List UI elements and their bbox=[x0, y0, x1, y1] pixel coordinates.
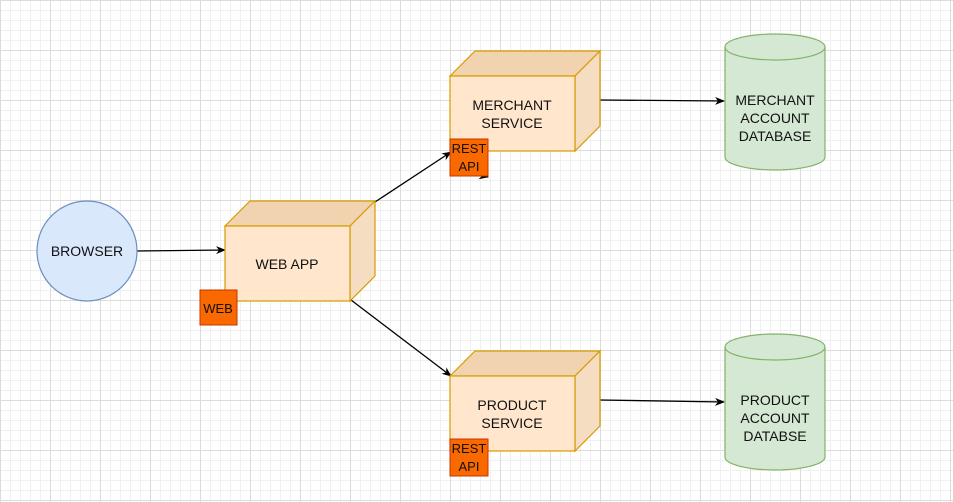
browser-circle bbox=[36, 200, 138, 302]
browser-label: BROWSER bbox=[51, 243, 123, 259]
product-service-label-line1: PRODUCT bbox=[477, 397, 547, 413]
edge-webapp-to-product[interactable] bbox=[350, 299, 452, 377]
web-app-front-face bbox=[224, 225, 351, 302]
product-db-body bbox=[724, 333, 826, 471]
product-db-rim bbox=[724, 346, 826, 361]
node-merchant-service[interactable]: MERCHANT SERVICE REST API bbox=[448, 49, 602, 177]
node-browser[interactable]: BROWSER bbox=[36, 200, 138, 302]
product-service-front-face bbox=[449, 375, 576, 452]
merchant-db-label-line3: DATABASE bbox=[739, 128, 812, 144]
product-rest-api-tag-box bbox=[449, 438, 489, 477]
product-rest-api-tag-line1: REST bbox=[452, 441, 487, 456]
merchant-rest-api-tag-line1: REST bbox=[452, 141, 487, 156]
product-db-label-line1: PRODUCT bbox=[740, 392, 810, 408]
merchant-db-rim bbox=[724, 46, 826, 61]
merchant-rest-api-tag-box bbox=[449, 138, 489, 177]
node-merchant-account-database[interactable]: MERCHANT ACCOUNT DATABASE bbox=[724, 33, 826, 171]
merchant-db-label-line2: ACCOUNT bbox=[740, 110, 810, 126]
merchant-service-label-line1: MERCHANT bbox=[472, 97, 552, 113]
merchant-db-body bbox=[724, 33, 826, 171]
product-db-label-line3: DATABSE bbox=[743, 428, 806, 444]
web-app-top-face bbox=[223, 200, 377, 227]
web-app-label: WEB APP bbox=[255, 256, 318, 272]
node-web-app[interactable]: WEB APP WEB bbox=[199, 199, 377, 326]
merchant-service-top-face bbox=[448, 50, 602, 77]
web-tag-label: WEB bbox=[203, 301, 233, 316]
product-rest-api-tag-line2: API bbox=[459, 459, 480, 474]
web-tag-box bbox=[199, 289, 238, 326]
merchant-rest-api-tag-line2: API bbox=[459, 159, 480, 174]
merchant-service-label-line2: SERVICE bbox=[481, 115, 542, 131]
edge-browser-to-webapp[interactable] bbox=[136, 246, 226, 255]
product-service-label-line2: SERVICE bbox=[481, 415, 542, 431]
edge-webapp-to-merchant[interactable] bbox=[374, 151, 452, 203]
merchant-db-label-line1: MERCHANT bbox=[735, 92, 815, 108]
edge-merchant-to-db[interactable] bbox=[599, 96, 725, 105]
edge-product-to-db[interactable] bbox=[599, 397, 725, 406]
product-service-top-face bbox=[448, 350, 602, 377]
product-db-label-line2: ACCOUNT bbox=[740, 410, 810, 426]
node-product-account-database[interactable]: PRODUCT ACCOUNT DATABSE bbox=[724, 333, 826, 471]
node-product-service[interactable]: PRODUCT SERVICE REST API bbox=[448, 349, 602, 477]
